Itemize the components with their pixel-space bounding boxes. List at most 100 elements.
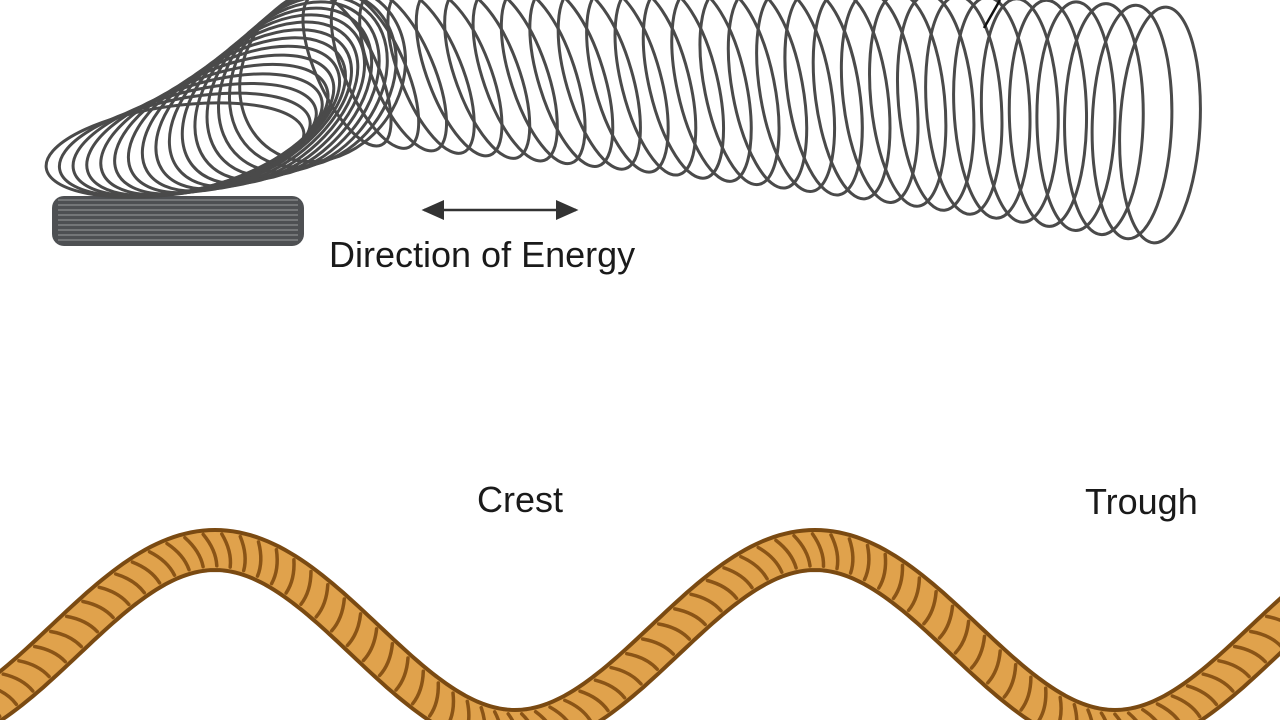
slinky-coil — [726, 0, 809, 190]
rope-strand — [1099, 711, 1108, 720]
rope-strand — [533, 709, 548, 720]
slinky-coil — [979, 0, 1060, 224]
slinky-coil — [217, 0, 389, 174]
rope-strand — [427, 681, 441, 718]
slinky-coil — [1035, 0, 1117, 232]
rope-strand — [862, 543, 871, 582]
slinky-coil — [358, 0, 449, 153]
rope-strand — [492, 710, 501, 720]
slinky-coil — [670, 0, 753, 183]
slinky-coil — [386, 0, 476, 155]
rope-strand — [739, 554, 769, 581]
rope-strand — [394, 656, 410, 692]
rope-strand — [1201, 672, 1235, 693]
rope-strand — [1170, 694, 1202, 719]
rope-strand — [1037, 686, 1048, 720]
rope-strand — [1, 672, 35, 693]
rope-strand — [1264, 614, 1280, 623]
slinky-coil — [698, 0, 781, 187]
rope-strand — [410, 669, 426, 706]
rope-strand — [922, 590, 938, 626]
rope-strand — [361, 627, 379, 663]
rope-strand — [1058, 695, 1063, 720]
rope-strand — [1248, 629, 1280, 648]
rope-strand — [1019, 675, 1033, 712]
slinky-coil — [952, 0, 1032, 220]
slinky-coil — [924, 0, 1004, 216]
rope-strand — [722, 566, 754, 590]
slinky-coil — [471, 0, 559, 163]
rope-strand — [891, 563, 905, 601]
rope-strand — [689, 592, 723, 613]
slinky-coil — [238, 0, 407, 164]
rope-strand — [1185, 684, 1219, 707]
rope-strand — [255, 540, 263, 578]
slinky-coil — [755, 0, 836, 193]
rope-strand — [506, 712, 515, 720]
rope-strand — [1232, 644, 1268, 664]
slinky-coil — [641, 0, 725, 180]
rope-strand — [829, 533, 840, 571]
rope-strand — [1155, 702, 1181, 720]
trough-label: Trough — [1085, 481, 1198, 522]
slinky-coil — [329, 0, 421, 150]
rope-strand — [269, 547, 279, 586]
rope-strand — [113, 572, 147, 595]
slinky-coil — [443, 0, 532, 160]
slinky-coil — [783, 0, 864, 197]
pointer-line — [982, 0, 1002, 29]
slinky-coil — [556, 0, 642, 171]
rope-strand — [97, 585, 131, 607]
rope-strand — [906, 576, 922, 613]
slinky-coil — [1118, 5, 1202, 245]
rope-strand — [81, 599, 115, 620]
rope-strand — [284, 557, 296, 595]
slinky-coil — [499, 0, 587, 166]
crest-label: Crest — [477, 479, 564, 520]
rope-wave — [0, 527, 1280, 720]
rope-strand — [1002, 662, 1018, 699]
rope-strand — [705, 578, 739, 601]
rope-strand — [32, 644, 68, 664]
rope-strand — [377, 642, 395, 678]
direction-of-energy-label: Direction of Energy — [329, 234, 636, 275]
rope-strand — [519, 712, 530, 720]
rope-strand — [1113, 712, 1122, 720]
rope-strand — [756, 545, 784, 574]
rope-strand — [969, 634, 987, 670]
slinky-coil — [301, 0, 393, 148]
rope-strand — [593, 678, 627, 700]
slinky-coil — [895, 0, 976, 212]
slinky-coil — [1007, 0, 1089, 228]
slinky-coil — [868, 0, 948, 208]
slinky-coil — [585, 0, 670, 174]
slinky-base — [52, 196, 304, 246]
rope-strand — [986, 649, 1002, 685]
rope-strand — [299, 569, 313, 606]
slinky-coil — [414, 0, 504, 158]
rope-strand — [847, 537, 855, 575]
rope-strand — [578, 689, 610, 713]
rope-strand — [147, 550, 177, 577]
slinky-coil — [205, 0, 381, 178]
rope-strand — [220, 532, 233, 569]
rope-strand — [673, 607, 707, 627]
rope-strand — [877, 552, 888, 590]
rope-strand — [1217, 659, 1251, 679]
rope-strand — [656, 622, 692, 641]
rope-strand — [201, 532, 219, 568]
rope-strand — [625, 651, 659, 671]
slinky-coil — [613, 0, 698, 177]
rope-strand — [64, 614, 100, 634]
rope-strand — [48, 629, 84, 649]
rope-strand — [792, 533, 812, 568]
rope-strand — [937, 604, 955, 640]
rope-strand — [238, 534, 247, 573]
rope-strand — [1141, 707, 1158, 720]
rope-strand — [329, 597, 347, 633]
slinky-coil — [528, 0, 615, 168]
rope-strand — [345, 612, 363, 648]
rope-strand — [17, 659, 51, 679]
rope-strand — [479, 705, 487, 720]
